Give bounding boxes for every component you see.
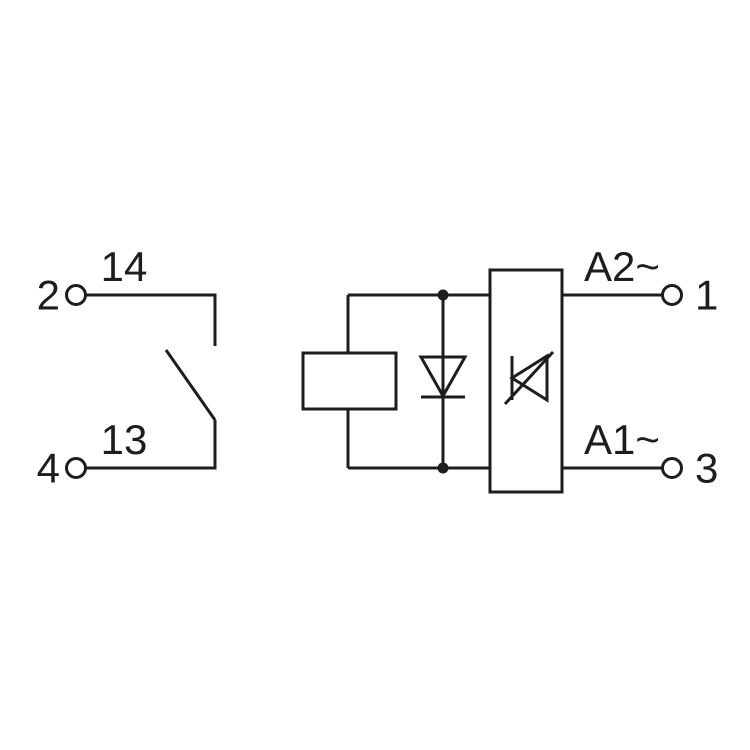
- a1-label: A1~: [584, 416, 660, 463]
- terminal-4-label: 4: [37, 445, 60, 492]
- terminal-1-label: 1: [695, 272, 718, 319]
- contact-13-label: 13: [101, 416, 148, 463]
- input-block-symbol: [503, 350, 555, 406]
- contact-circuit: 2 14 4 13: [37, 243, 217, 492]
- terminal-3-label: 3: [695, 445, 718, 492]
- terminal-2-circle: [65, 284, 87, 306]
- contact-bottom-wire: [85, 420, 217, 470]
- coil-circuit: A2~ 1 A1~ 3: [301, 243, 718, 494]
- terminal-3-circle: [661, 457, 683, 479]
- contact-top-wire: [85, 293, 217, 346]
- junction-dot-top: [437, 289, 449, 301]
- relay-coil-box: [301, 351, 398, 411]
- protection-diode-triangle: [418, 355, 468, 400]
- terminal-2-label: 2: [37, 272, 60, 319]
- a2-label: A2~: [584, 243, 660, 290]
- junction-dot-bottom: [437, 462, 449, 474]
- contact-14-label: 14: [101, 243, 148, 290]
- input-symbol-diagonal: [503, 350, 555, 406]
- contact-blade: [164, 349, 217, 421]
- input-symbol-triangle: [509, 353, 549, 403]
- terminal-1-circle: [661, 284, 683, 306]
- terminal-4-circle: [65, 457, 87, 479]
